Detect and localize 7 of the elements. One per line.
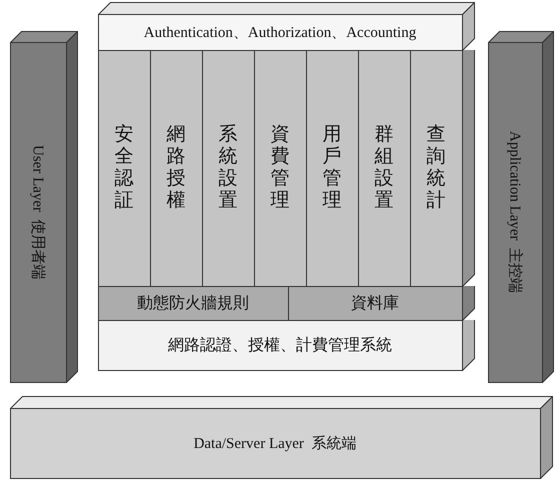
- layer-block: 安全認証: [98, 50, 151, 287]
- layer-block: 資費管理: [254, 50, 307, 287]
- layer-block: 用戶管理: [306, 50, 359, 287]
- layer-block: 網路授權: [150, 50, 203, 287]
- layer-block: 群組設置: [358, 50, 411, 287]
- layer-block: 動態防火牆規則: [98, 286, 289, 321]
- layer-block: 系統設置: [202, 50, 255, 287]
